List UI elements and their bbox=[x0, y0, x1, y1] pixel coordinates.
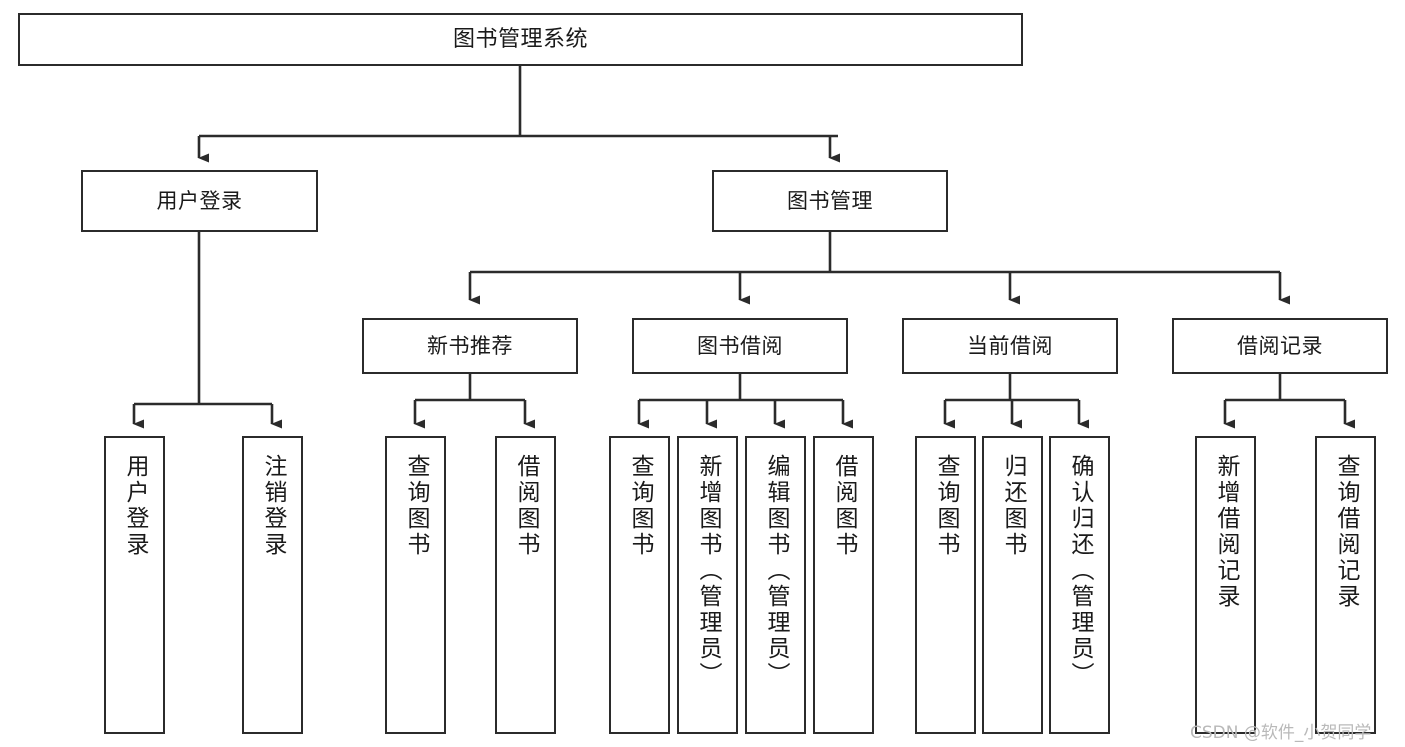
node-book-management[interactable]: 图书管理 bbox=[712, 170, 948, 232]
leaf-borrow-add-book-label: 新增图书（管理员） bbox=[695, 454, 721, 688]
leaf-record-query-label: 查询借阅记录 bbox=[1333, 454, 1359, 610]
leaf-user-login-signin[interactable]: 用户登录 bbox=[104, 436, 165, 734]
leaf-borrow-edit-book[interactable]: 编辑图书（管理员） bbox=[745, 436, 806, 734]
leaf-borrow-add-book[interactable]: 新增图书（管理员） bbox=[677, 436, 738, 734]
leaf-borrow-query-book-label: 查询图书 bbox=[627, 454, 653, 558]
node-user-login[interactable]: 用户登录 bbox=[81, 170, 318, 232]
node-book-borrow-label: 图书借阅 bbox=[697, 333, 783, 358]
leaf-current-confirm-return-label: 确认归还（管理员） bbox=[1067, 454, 1093, 688]
node-new-book-recommend[interactable]: 新书推荐 bbox=[362, 318, 578, 374]
leaf-current-return-book-label: 归还图书 bbox=[1000, 454, 1026, 558]
leaf-new-book-borrow-label: 借阅图书 bbox=[513, 454, 539, 558]
leaf-record-add[interactable]: 新增借阅记录 bbox=[1195, 436, 1256, 734]
leaf-borrow-query-book[interactable]: 查询图书 bbox=[609, 436, 670, 734]
node-current-borrow[interactable]: 当前借阅 bbox=[902, 318, 1118, 374]
node-book-borrow[interactable]: 图书借阅 bbox=[632, 318, 848, 374]
csdn-watermark: CSDN @软件_小贺同学 bbox=[1190, 723, 1372, 743]
node-book-management-label: 图书管理 bbox=[787, 188, 873, 213]
leaf-current-query-book-label: 查询图书 bbox=[933, 454, 959, 558]
node-root-system-label: 图书管理系统 bbox=[452, 26, 588, 52]
leaf-record-add-label: 新增借阅记录 bbox=[1213, 454, 1239, 610]
leaf-record-query[interactable]: 查询借阅记录 bbox=[1315, 436, 1376, 734]
leaf-user-login-signout[interactable]: 注销登录 bbox=[242, 436, 303, 734]
leaf-borrow-borrow-book[interactable]: 借阅图书 bbox=[813, 436, 874, 734]
leaf-current-query-book[interactable]: 查询图书 bbox=[915, 436, 976, 734]
node-borrow-record[interactable]: 借阅记录 bbox=[1172, 318, 1388, 374]
node-current-borrow-label: 当前借阅 bbox=[967, 333, 1053, 358]
leaf-user-login-signout-label: 注销登录 bbox=[260, 454, 286, 558]
node-borrow-record-label: 借阅记录 bbox=[1237, 333, 1323, 358]
node-root-system[interactable]: 图书管理系统 bbox=[18, 13, 1023, 66]
leaf-current-confirm-return[interactable]: 确认归还（管理员） bbox=[1049, 436, 1110, 734]
node-user-login-label: 用户登录 bbox=[156, 188, 243, 213]
node-new-book-recommend-label: 新书推荐 bbox=[427, 333, 513, 358]
leaf-new-book-query[interactable]: 查询图书 bbox=[385, 436, 446, 734]
leaf-current-return-book[interactable]: 归还图书 bbox=[982, 436, 1043, 734]
leaf-borrow-borrow-book-label: 借阅图书 bbox=[831, 454, 857, 558]
leaf-borrow-edit-book-label: 编辑图书（管理员） bbox=[763, 454, 789, 688]
leaf-user-login-signin-label: 用户登录 bbox=[122, 454, 148, 558]
leaf-new-book-query-label: 查询图书 bbox=[403, 454, 429, 558]
leaf-new-book-borrow[interactable]: 借阅图书 bbox=[495, 436, 556, 734]
